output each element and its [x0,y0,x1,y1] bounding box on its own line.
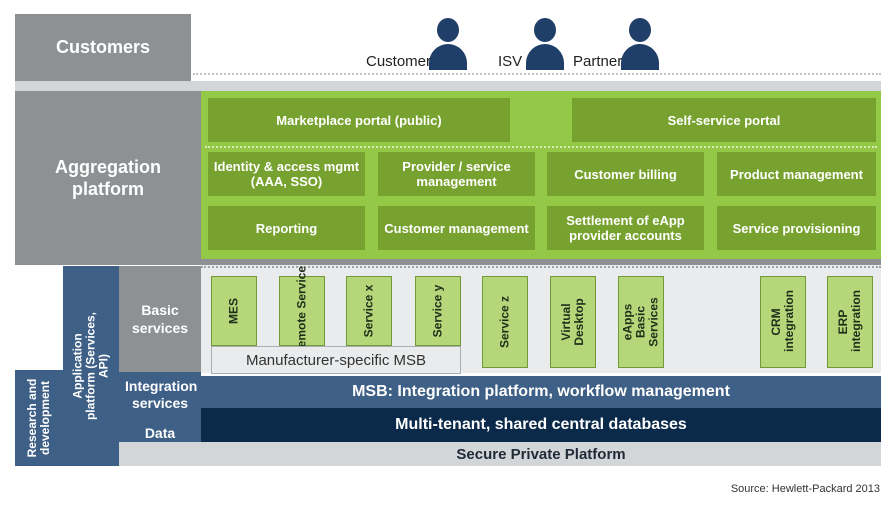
service-crm[interactable]: CRM integration [760,276,806,368]
research-block: Research and development [15,370,63,466]
module-customer-billing[interactable]: Customer billing [547,152,704,196]
databases-bar[interactable]: Multi-tenant, shared central databases [201,408,881,442]
module-identity[interactable]: Identity & access mgmt (AAA, SSO) [208,152,365,196]
service-virtual-desktop[interactable]: Virtual Desktop [550,276,596,368]
integration-services-label: Integration services [119,372,201,418]
module-customer-mgmt[interactable]: Customer management [378,206,535,250]
role-partner: Partner [573,53,623,70]
aggregation-label: Aggregation platform [55,157,161,199]
app-platform-block: Application platform (Services, API) [63,266,119,466]
module-product-mgmt[interactable]: Product management [717,152,876,196]
module-provider[interactable]: Provider / service management [378,152,535,196]
service-eapps[interactable]: eApps Basic Services [618,276,664,368]
research-label: Research and development [25,378,52,458]
app-platform-label: Application platform (Services, API) [70,311,111,421]
person-icon [525,18,565,70]
service-x[interactable]: Service x [346,276,392,346]
basic-services-label: Basic services [119,266,201,372]
msb-bar[interactable]: MSB: Integration platform, workflow mana… [201,376,881,408]
separator-band [15,81,881,91]
person-icon [428,18,468,70]
portal-self-service[interactable]: Self-service portal [572,98,876,142]
service-erp[interactable]: ERP integration [827,276,873,368]
portal-divider [205,146,877,148]
service-mes[interactable]: MES [211,276,257,346]
service-y[interactable]: Service y [415,276,461,346]
module-service-provisioning[interactable]: Service provisioning [717,206,876,250]
module-reporting[interactable]: Reporting [208,206,365,250]
service-remote[interactable]: Remote Service [279,266,325,356]
module-settlement[interactable]: Settlement of eApp provider accounts [547,206,704,250]
role-customer: Customer [366,53,432,70]
source-note: Source: Hewlett-Packard 2013 [730,483,880,495]
secure-platform-bar: Secure Private Platform [119,442,881,466]
person-icon [620,18,660,70]
service-z[interactable]: Service z [482,276,528,368]
manufacturer-msb[interactable]: Manufacturer-specific MSB [211,346,461,374]
role-isv: ISV [498,53,523,70]
customers-label: Customers [15,14,191,81]
customers-divider [193,73,881,75]
portal-marketplace[interactable]: Marketplace portal (public) [208,98,510,142]
services-divider [201,266,881,268]
